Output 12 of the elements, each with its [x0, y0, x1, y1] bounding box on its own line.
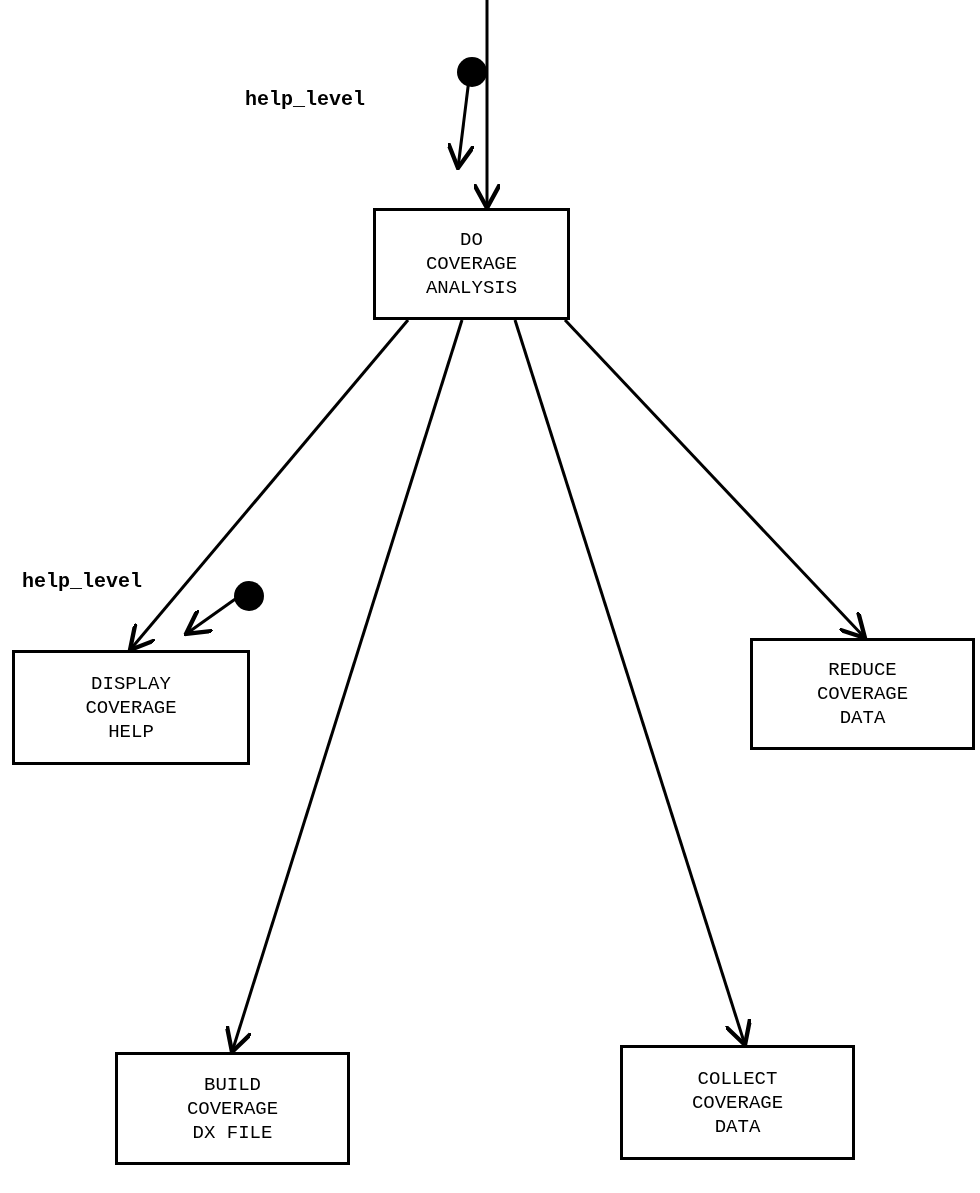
- box-label: COLLECT COVERAGE DATA: [690, 1066, 785, 1140]
- process-box: [373, 208, 570, 320]
- process-box: [12, 650, 250, 765]
- process-box: [750, 638, 975, 750]
- box-label: DISPLAY COVERAGE HELP: [84, 671, 178, 745]
- box-label: BUILD COVERAGE DX FILE: [185, 1072, 280, 1146]
- box-label: REDUCE COVERAGE DATA: [815, 658, 910, 731]
- process-box: [620, 1045, 855, 1160]
- box-label: DO COVERAGE ANALYSIS: [424, 228, 519, 301]
- data-couple-label: help_level: [245, 88, 366, 111]
- data-couple-label: help_level: [22, 570, 143, 593]
- process-box: [115, 1052, 350, 1165]
